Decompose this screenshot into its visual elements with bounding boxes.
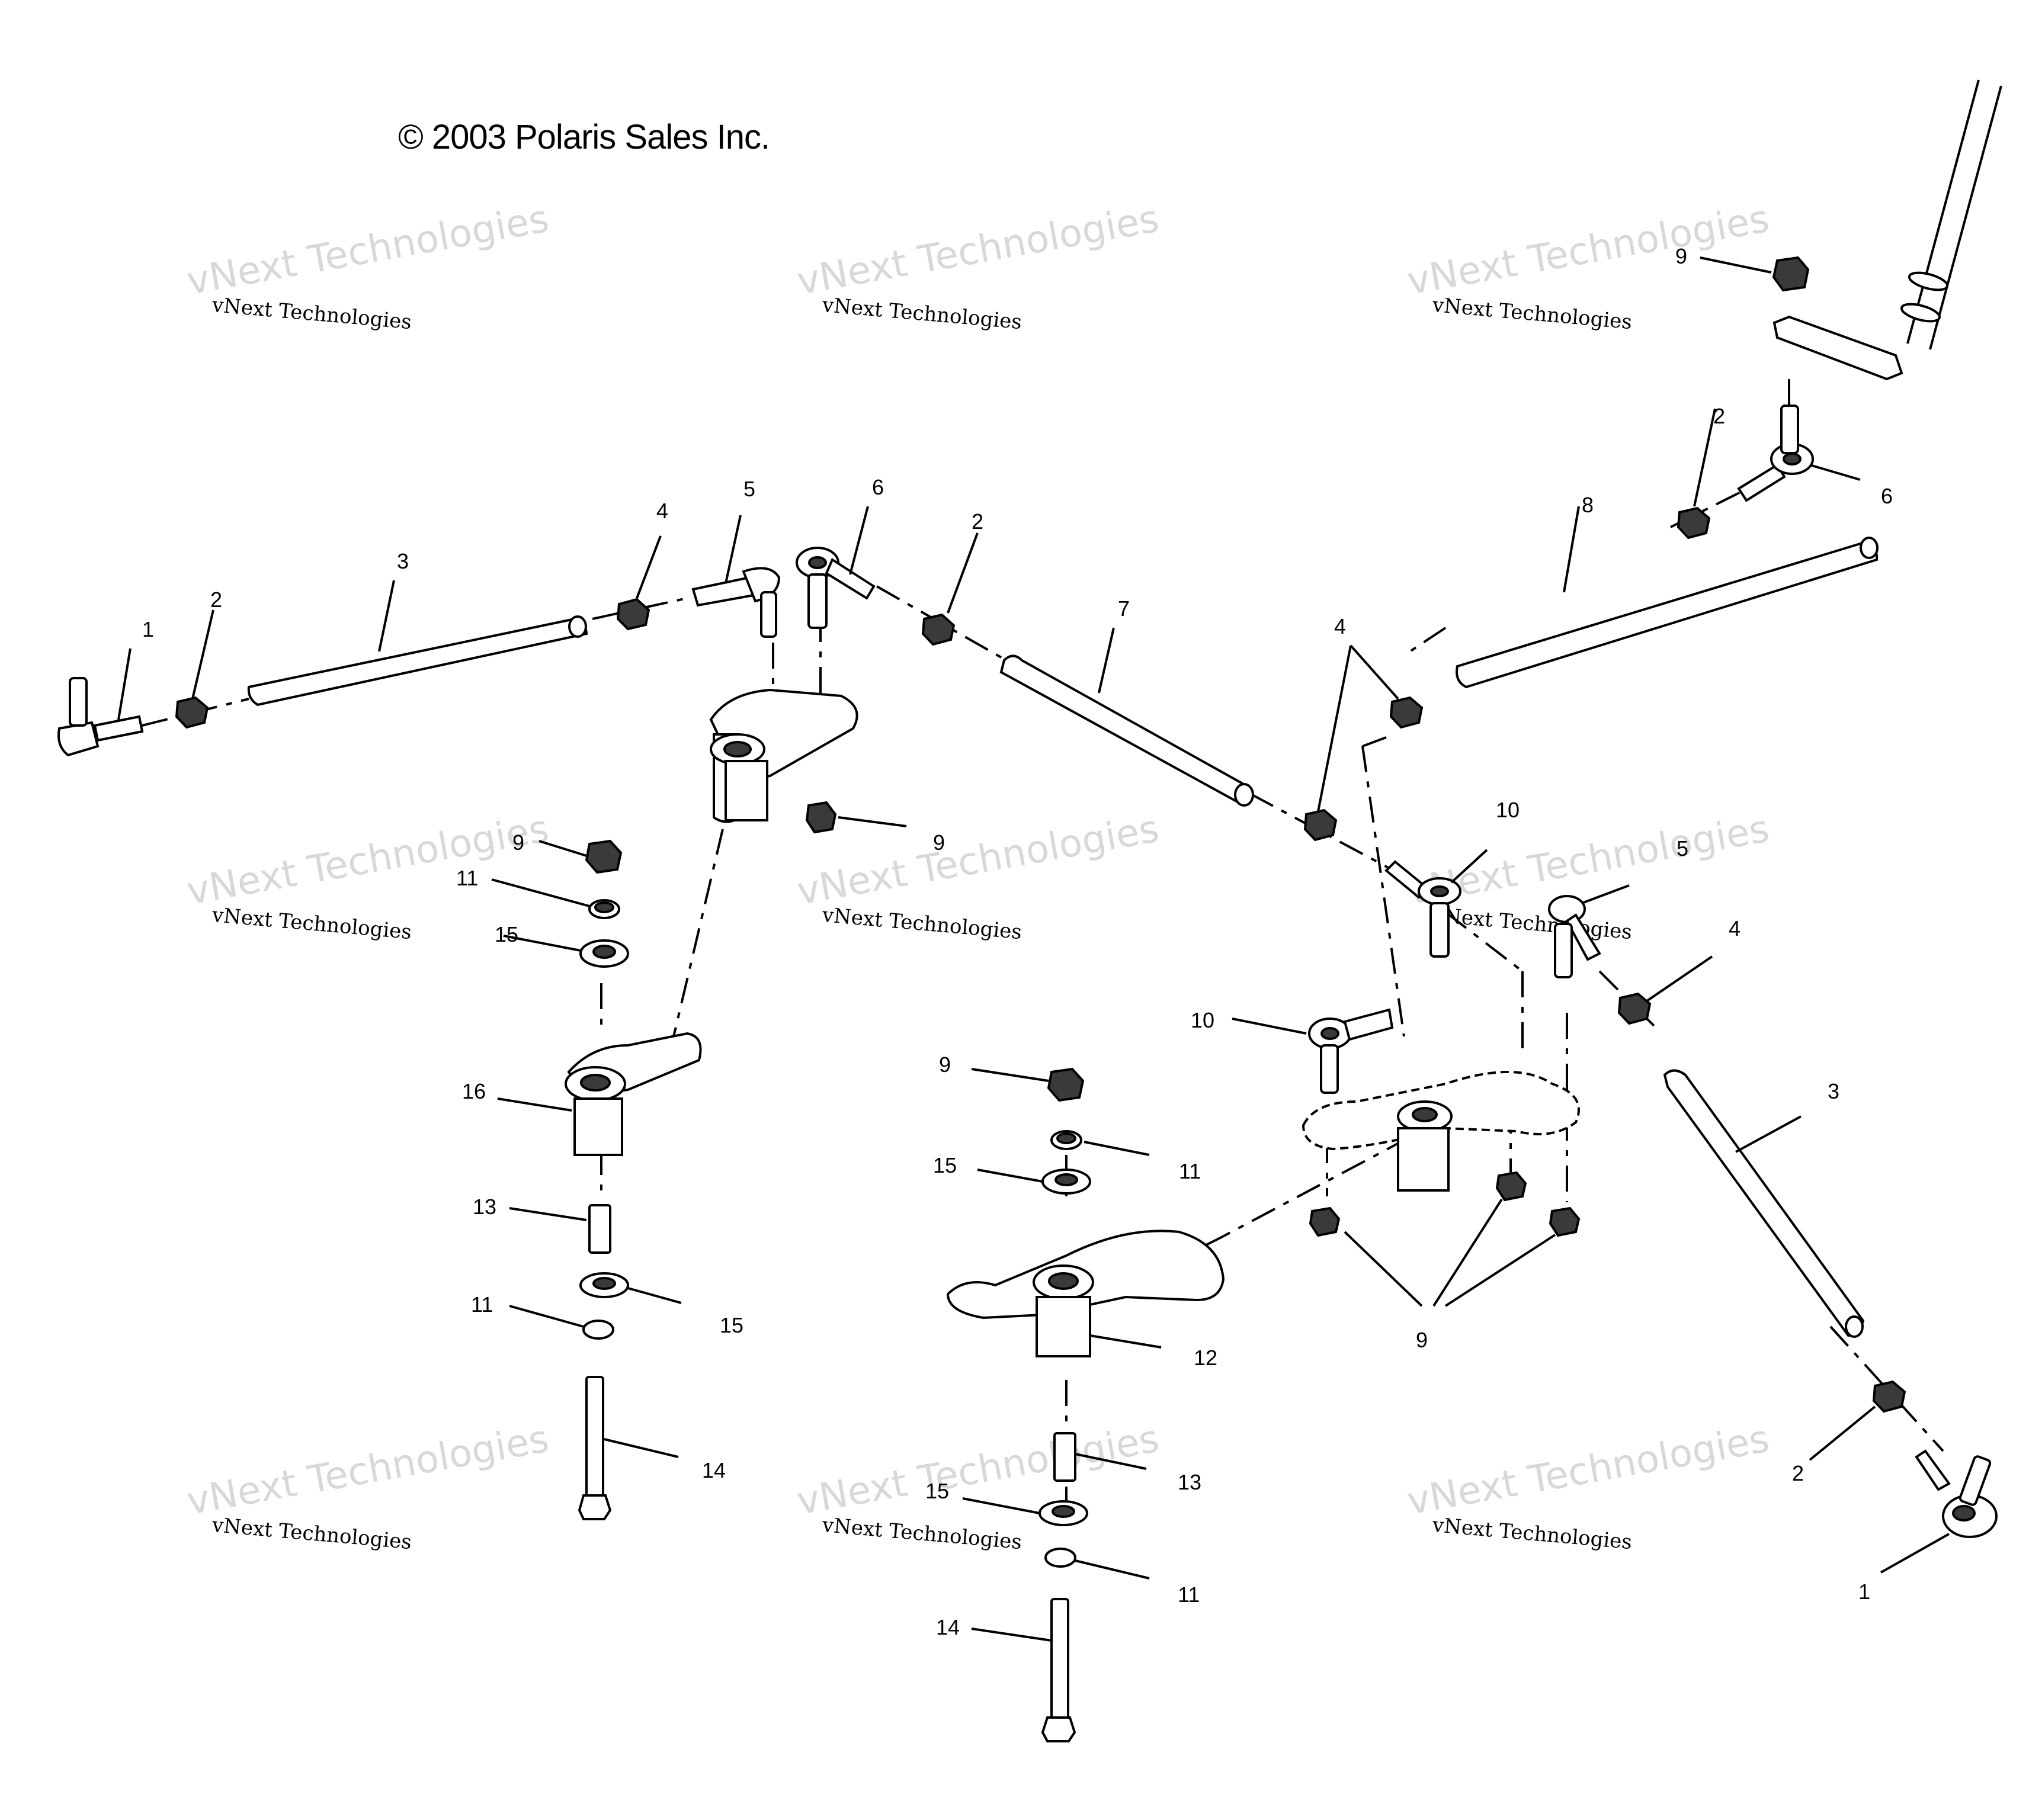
callout-4: 4: [1729, 916, 1740, 941]
callout-5: 5: [1677, 836, 1688, 861]
callout-7: 7: [1118, 596, 1130, 621]
callout-9: 9: [939, 1052, 951, 1077]
callout-15: 15: [495, 922, 518, 946]
left-idler-arm-stack: [565, 839, 702, 1520]
callout-3: 3: [397, 549, 409, 573]
callout-6: 6: [872, 475, 884, 499]
drag-link-assembly: [999, 654, 1461, 1094]
callout-11: 11: [456, 866, 478, 890]
callout-11: 11: [1179, 1159, 1201, 1183]
left-tie-rod-assembly: [57, 547, 956, 834]
callout-3: 3: [1828, 1079, 1839, 1103]
right-upper-linkage: [1389, 256, 1879, 729]
callout-15: 15: [720, 1313, 743, 1337]
callout-13: 13: [1178, 1470, 1201, 1494]
callout-4: 4: [656, 499, 668, 523]
callout-14: 14: [702, 1458, 726, 1482]
callout-10: 10: [1191, 1008, 1214, 1032]
callout-9: 9: [933, 830, 945, 855]
center-idler-arm-stack: [946, 1067, 1225, 1742]
right-idler-arm: [1302, 1071, 1581, 1237]
steering-column: [1772, 79, 2002, 381]
callout-labels: 1 2 3 4 5 6 2 7 4 8 2 6 9 9 9 11 15 16 1…: [142, 244, 1893, 1639]
callout-9: 9: [1675, 244, 1687, 268]
callout-4: 4: [1334, 614, 1346, 638]
callout-13: 13: [473, 1195, 496, 1219]
callout-6: 6: [1881, 484, 1893, 508]
callout-9: 9: [512, 830, 524, 855]
callout-8: 8: [1582, 493, 1594, 517]
callout-16: 16: [462, 1079, 486, 1103]
callout-10: 10: [1496, 798, 1520, 822]
copyright-notice: © 2003 Polaris Sales Inc.: [398, 118, 770, 156]
alignment-lines: [142, 379, 1944, 1504]
callout-12: 12: [1194, 1346, 1217, 1370]
callout-2: 2: [972, 509, 983, 534]
callout-9: 9: [1416, 1328, 1428, 1352]
callout-15: 15: [925, 1479, 949, 1503]
callout-11: 11: [1178, 1583, 1200, 1607]
callout-15: 15: [933, 1153, 957, 1177]
callout-1: 1: [142, 617, 154, 641]
callout-2: 2: [1713, 404, 1725, 428]
callout-2: 2: [1792, 1461, 1804, 1485]
right-tie-rod-assembly: [1548, 895, 1998, 1538]
leader-lines: [117, 256, 1950, 1642]
callout-11: 11: [471, 1292, 493, 1317]
callout-14: 14: [936, 1615, 960, 1639]
callout-5: 5: [743, 477, 755, 501]
callout-2: 2: [210, 588, 222, 612]
callout-1: 1: [1858, 1580, 1870, 1604]
